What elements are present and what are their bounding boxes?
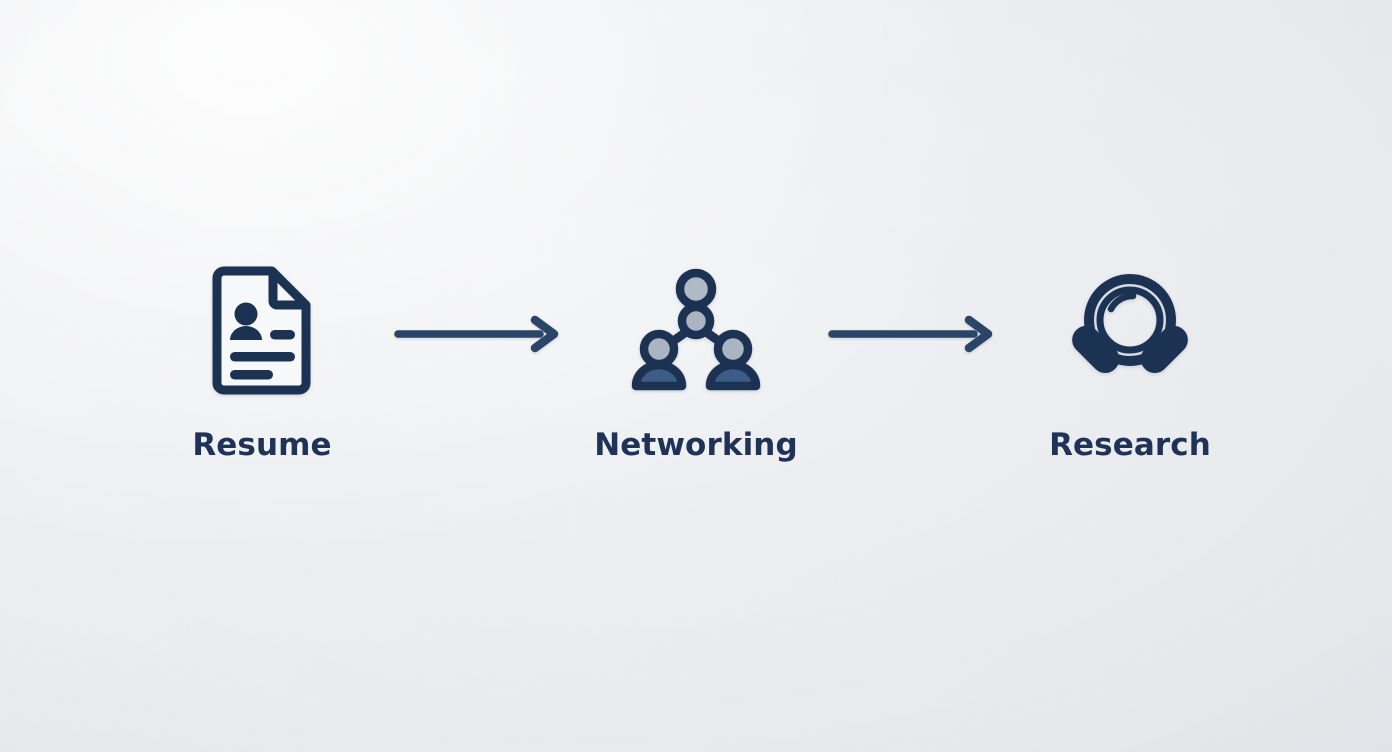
arrow-right-icon (394, 315, 559, 353)
magnifier-shine-arc (1107, 292, 1137, 313)
flow-step-resume[interactable]: Resume (144, 266, 380, 463)
networking-people-icon (631, 268, 761, 391)
research-magnifier-icon (1072, 274, 1188, 373)
avatar-head (234, 302, 258, 326)
person-left-head (639, 329, 679, 369)
flow-step-research[interactable]: Research (1012, 268, 1248, 461)
text-line-long (230, 352, 295, 362)
text-line-medium (230, 370, 273, 380)
magnifier-outer-ring (1084, 274, 1176, 366)
arrow-2-body (828, 315, 993, 353)
text-line-short-top (270, 330, 295, 340)
network-person-right (705, 329, 761, 391)
network-node-hub (677, 302, 715, 340)
step-label-networking: Networking (594, 427, 798, 463)
arrow-right-icon (828, 315, 993, 353)
arrow-head (964, 315, 993, 353)
research-icon-wrap (1057, 268, 1203, 400)
network-person-left (631, 329, 687, 391)
avatar-shoulders (230, 326, 262, 340)
network-node-top (675, 268, 717, 310)
arrow-head (530, 315, 559, 353)
magnifier-inner-ring (1096, 286, 1164, 354)
document-fold-corner (268, 267, 310, 310)
flow-arrow-2 (814, 268, 1012, 400)
arrow-1-body (394, 315, 559, 353)
resume-icon-wrap (206, 266, 318, 400)
resume-document-icon (212, 266, 311, 395)
step-label-resume: Resume (192, 427, 332, 463)
networking-icon-wrap (620, 268, 772, 400)
flow-arrow-1 (380, 268, 578, 400)
person-right-head (713, 329, 753, 369)
step-label-research: Research (1049, 427, 1211, 463)
flow-step-networking[interactable]: Networking (578, 268, 814, 461)
process-flow-row: Resume (0, 266, 1392, 463)
